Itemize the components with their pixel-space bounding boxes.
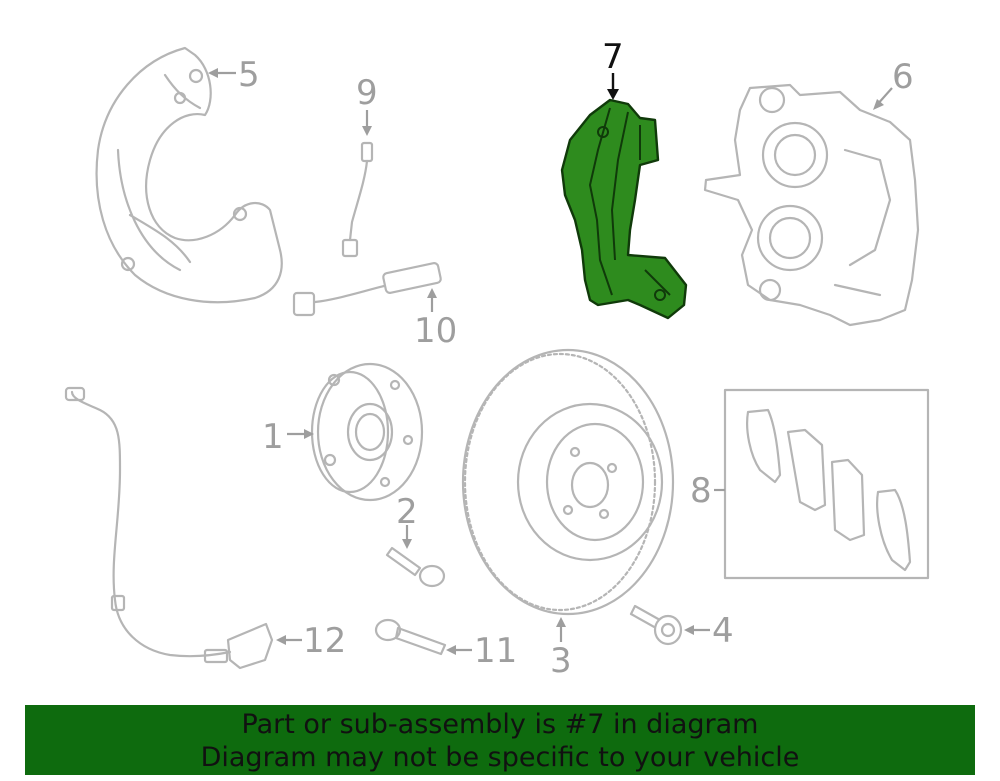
callout-3-label: 3 [550,641,572,681]
callout-8: 8 [690,471,725,511]
callout-7: 7 [602,37,624,100]
callout-2: 2 [396,492,418,549]
part-10-wear-sensor [292,262,442,317]
part-7-caliper-bracket [560,98,688,320]
part-4-rotor-screw [629,604,683,646]
callout-9: 9 [356,73,378,136]
callout-5: 5 [208,55,260,95]
part-5-splash-shield [95,46,283,304]
part-8-brake-pads [723,388,930,580]
part-12-speed-sensor [64,386,274,670]
callout-1-label: 1 [262,417,284,457]
part-3-brake-rotor [461,348,675,616]
callout-2-label: 2 [396,492,418,532]
callout-8-label: 8 [690,471,712,511]
callout-3: 3 [550,617,572,681]
part-2-bolt [385,546,446,588]
callout-12: 12 [276,621,346,661]
part-6-caliper [703,83,920,327]
part-11-caliper-bolt [374,618,447,656]
callout-4: 4 [684,611,734,651]
callout-1: 1 [262,417,314,457]
callout-4-label: 4 [712,611,734,651]
callout-7-label: 7 [602,37,624,77]
callout-10: 10 [414,288,457,351]
banner-line-2: Diagram may not be specific to your vehi… [200,742,800,773]
part-1-wheel-hub [310,362,424,502]
callout-5-label: 5 [238,55,260,95]
callout-11: 11 [446,631,517,671]
banner-line-1: Part or sub-assembly is #7 in diagram [241,709,759,740]
callout-6-label: 6 [892,57,914,97]
callout-6: 6 [873,57,914,110]
info-banner: Part or sub-assembly is #7 in diagram Di… [25,705,975,775]
part-9-wear-sensor [341,141,374,258]
callout-9-label: 9 [356,73,378,113]
brake-parts-diagram: 5 9 10 7 [64,37,930,681]
callout-10-label: 10 [414,311,457,351]
callout-12-label: 11 [474,631,517,671]
callout-12-label-text: 12 [303,621,346,661]
